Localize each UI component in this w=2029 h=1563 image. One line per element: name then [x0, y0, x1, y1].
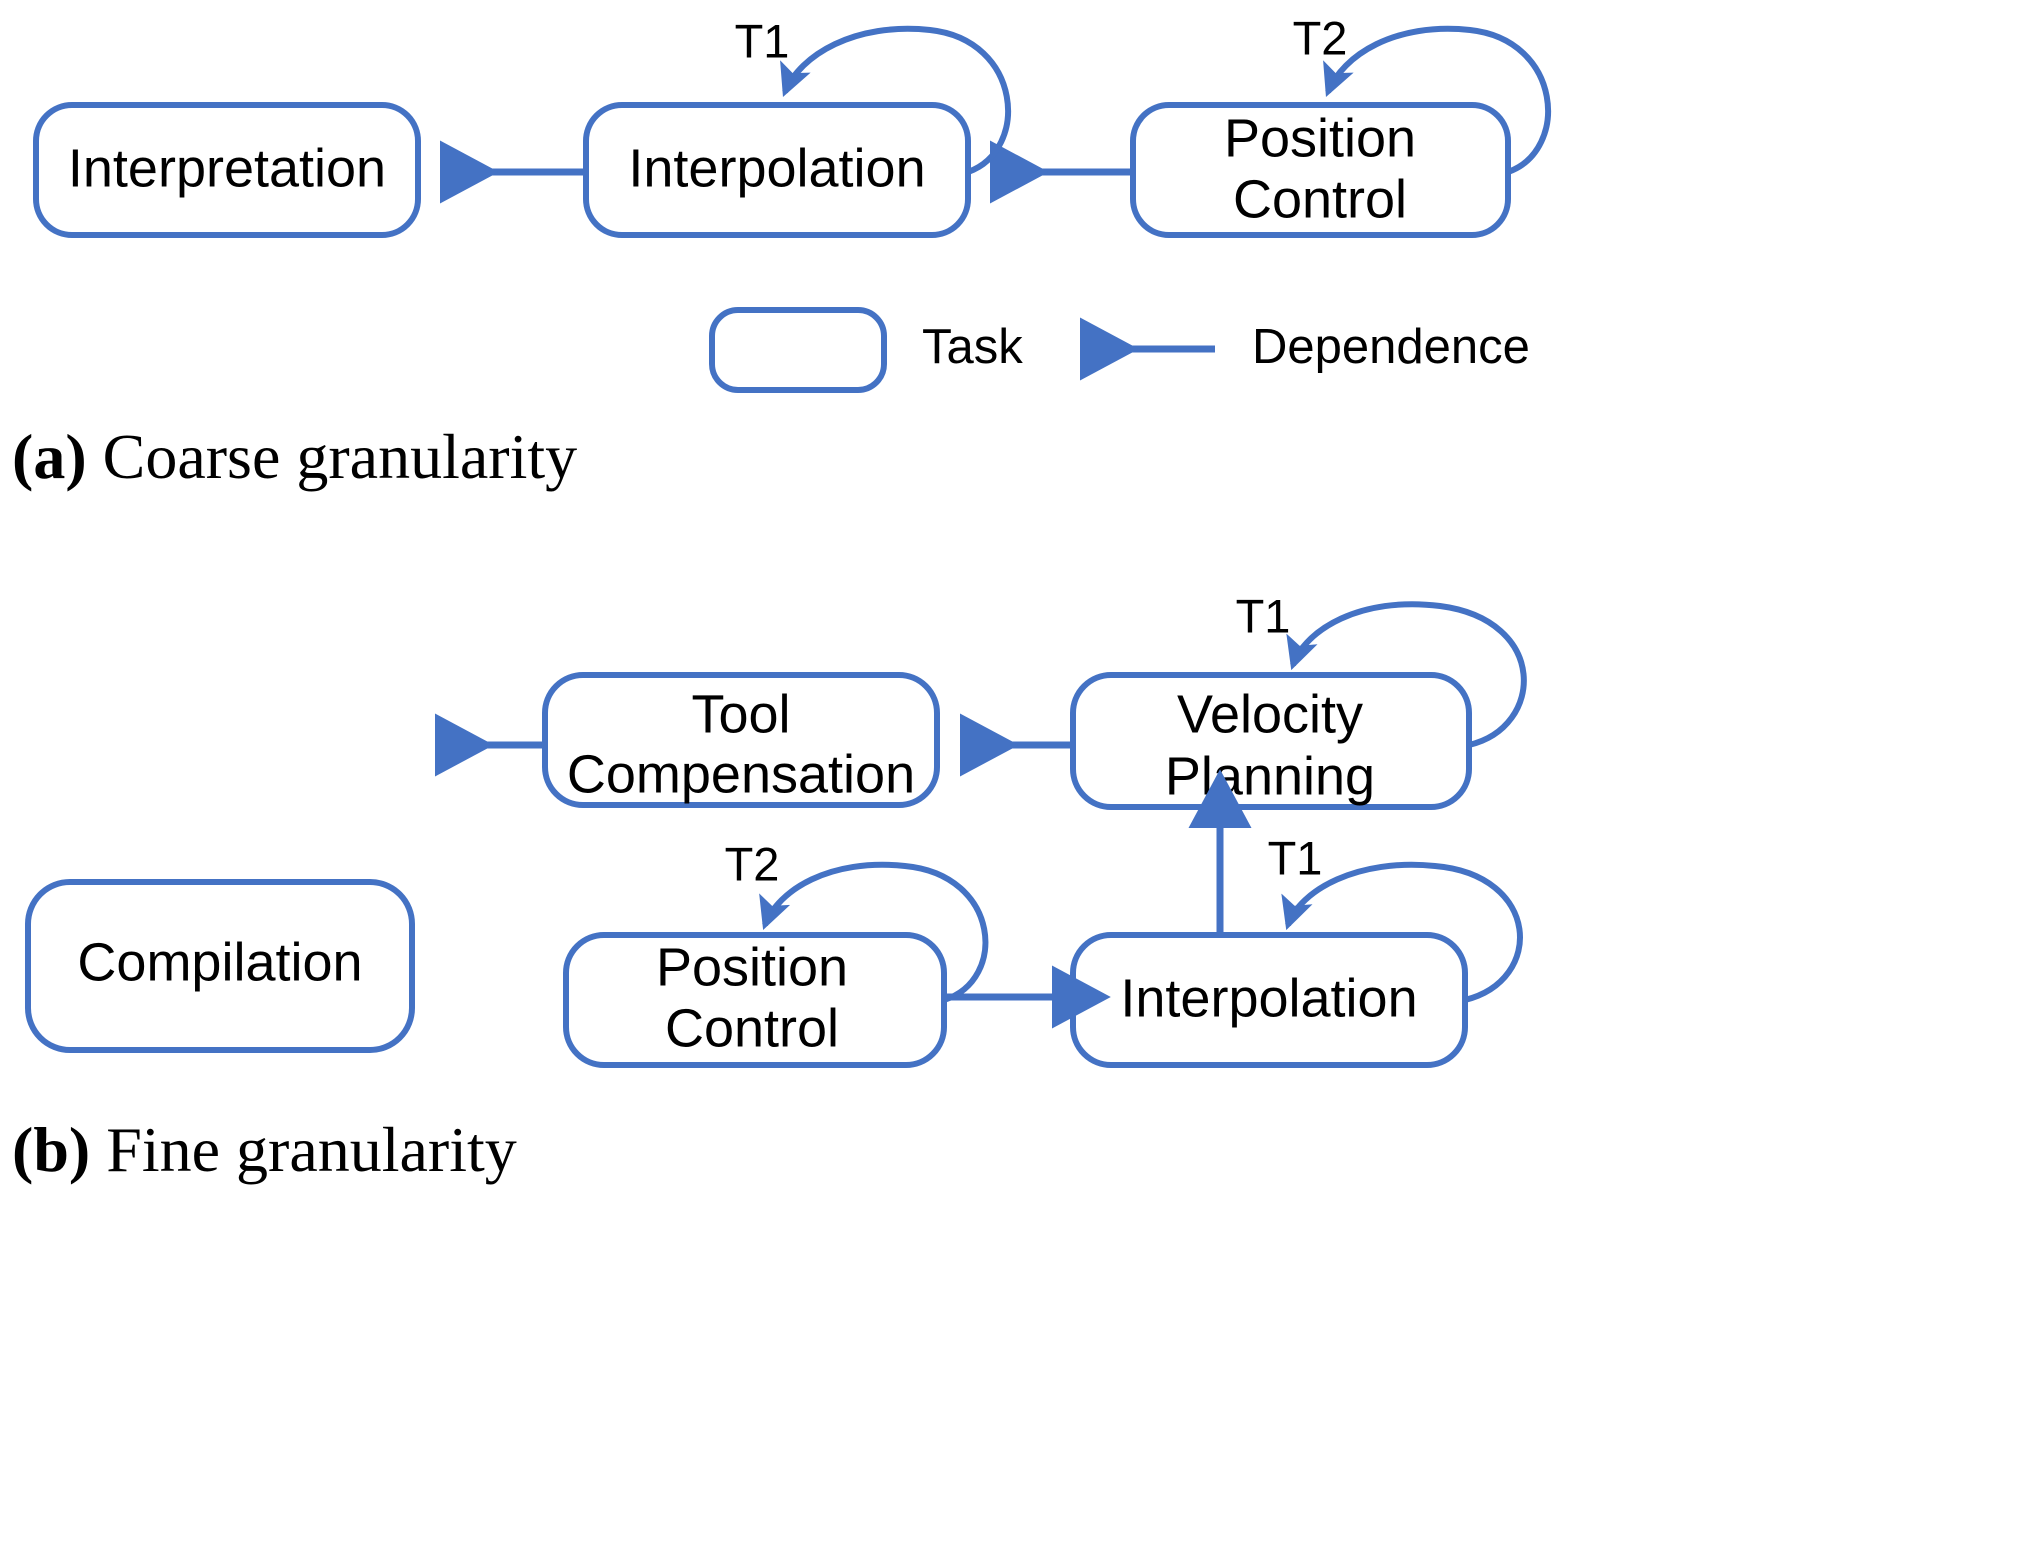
node-position-control[interactable]: Position Control [1130, 102, 1511, 238]
self-loop-interpolation-label: T1 [735, 14, 790, 67]
node-interpolation-label: Interpolation [628, 138, 925, 198]
legend-task-label: Task [922, 320, 1023, 374]
node-position-control-fine-label-line2: Control [665, 998, 839, 1058]
self-loop-interpolation-fine-label: T1 [1268, 831, 1323, 884]
node-position-control-fine[interactable]: Position Control [563, 932, 947, 1068]
node-velocity-planning-box [1070, 672, 1472, 810]
legend-task-swatch [709, 307, 887, 393]
node-interpretation-box [33, 102, 421, 238]
self-loop-position-control-fine [759, 861, 989, 1003]
self-loop-position-control-fine-label: T2 [725, 837, 780, 890]
node-tool-compensation-box [542, 672, 940, 808]
node-interpolation-fine-label: Interpolation [1120, 968, 1417, 1028]
self-loop-interpolation-fine [1281, 861, 1523, 1003]
self-loop-position-control-label: T2 [1293, 11, 1348, 64]
node-tool-compensation[interactable]: Tool Compensation [542, 672, 940, 808]
node-tool-compensation-label-line1: Tool [691, 684, 790, 744]
legend-dependence-label: Dependence [1252, 320, 1530, 374]
self-loop-position-control [1323, 25, 1552, 175]
node-velocity-planning-label-line1: Velocity [1177, 684, 1363, 744]
legend: Task Dependence [709, 307, 1530, 393]
self-loop-velocity-planning-label: T1 [1236, 589, 1291, 642]
node-compilation[interactable]: Compilation [25, 879, 415, 1053]
node-position-control-fine-label-line1: Position [656, 937, 848, 997]
node-compilation-box [25, 879, 415, 1053]
caption-b-tag: (b) [12, 1114, 91, 1185]
node-compilation-label: Compilation [77, 932, 362, 992]
caption-a-text: Coarse granularity [86, 421, 578, 492]
node-position-control-label-line1: Position [1224, 108, 1416, 168]
node-tool-compensation-label-line2: Compensation [567, 744, 915, 804]
node-interpretation-label: Interpretation [68, 138, 386, 198]
node-interpretation[interactable]: Interpretation [33, 102, 421, 238]
node-interpolation[interactable]: Interpolation [583, 102, 971, 238]
caption-b: (b) Fine granularity [12, 1118, 517, 1182]
node-velocity-planning[interactable]: Velocity Planning [1070, 672, 1472, 810]
caption-b-text: Fine granularity [90, 1114, 517, 1185]
node-interpolation-fine[interactable]: Interpolation [1070, 932, 1468, 1068]
self-loop-velocity-planning [1286, 601, 1527, 748]
node-position-control-label-line2: Control [1233, 169, 1407, 229]
self-loop-interpolation [780, 25, 1012, 175]
node-velocity-planning-label-line2: Planning [1165, 746, 1375, 806]
caption-a: (a) Coarse granularity [12, 425, 577, 489]
caption-a-tag: (a) [12, 421, 87, 492]
